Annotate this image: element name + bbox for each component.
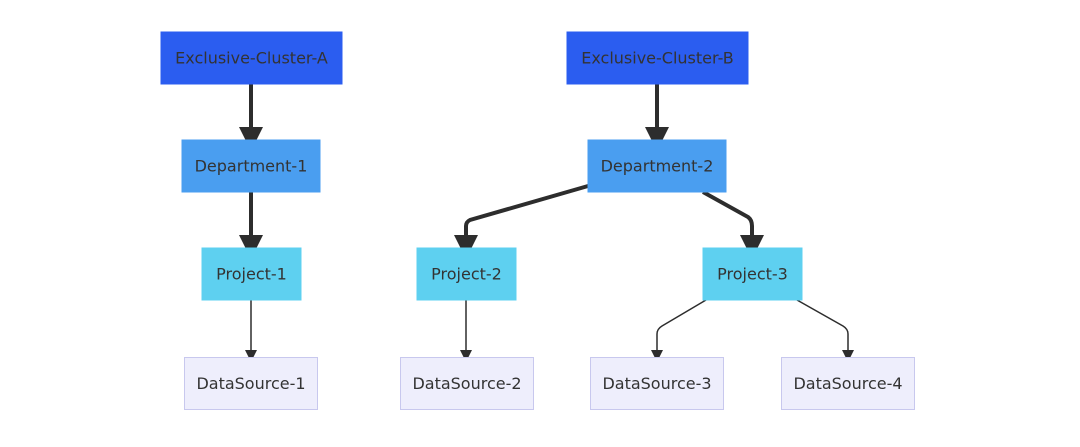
node-datasource-3: DataSource-3 (590, 357, 724, 410)
node-label: Project-2 (431, 265, 502, 284)
node-label: DataSource-3 (602, 374, 711, 393)
node-project-3: Project-3 (702, 247, 803, 301)
node-exclusive-cluster-b: Exclusive-Cluster-B (566, 31, 749, 85)
node-label: DataSource-1 (196, 374, 305, 393)
node-project-1: Project-1 (201, 247, 302, 301)
node-project-2: Project-2 (416, 247, 517, 301)
node-label: Exclusive-Cluster-B (581, 49, 734, 68)
node-datasource-2: DataSource-2 (400, 357, 534, 410)
nodes: Exclusive-Cluster-A Exclusive-Cluster-B … (160, 31, 915, 410)
edge-project-3-to-datasource-3 (651, 299, 707, 362)
node-label: Exclusive-Cluster-A (175, 49, 328, 68)
node-label: DataSource-4 (793, 374, 902, 393)
node-label: Department-2 (601, 157, 714, 176)
node-department-1: Department-1 (181, 139, 321, 193)
edge-department-2-to-project-2 (454, 184, 589, 259)
node-label: Project-1 (216, 265, 287, 284)
node-label: DataSource-2 (412, 374, 521, 393)
edges (239, 84, 854, 362)
node-department-2: Department-2 (587, 139, 727, 193)
edge-department-2-to-project-3 (702, 190, 764, 259)
node-exclusive-cluster-a: Exclusive-Cluster-A (160, 31, 343, 85)
edge-project-3-to-datasource-4 (796, 299, 854, 362)
node-datasource-1: DataSource-1 (184, 357, 318, 410)
node-datasource-4: DataSource-4 (781, 357, 915, 410)
node-label: Department-1 (195, 157, 308, 176)
node-label: Project-3 (717, 265, 788, 284)
